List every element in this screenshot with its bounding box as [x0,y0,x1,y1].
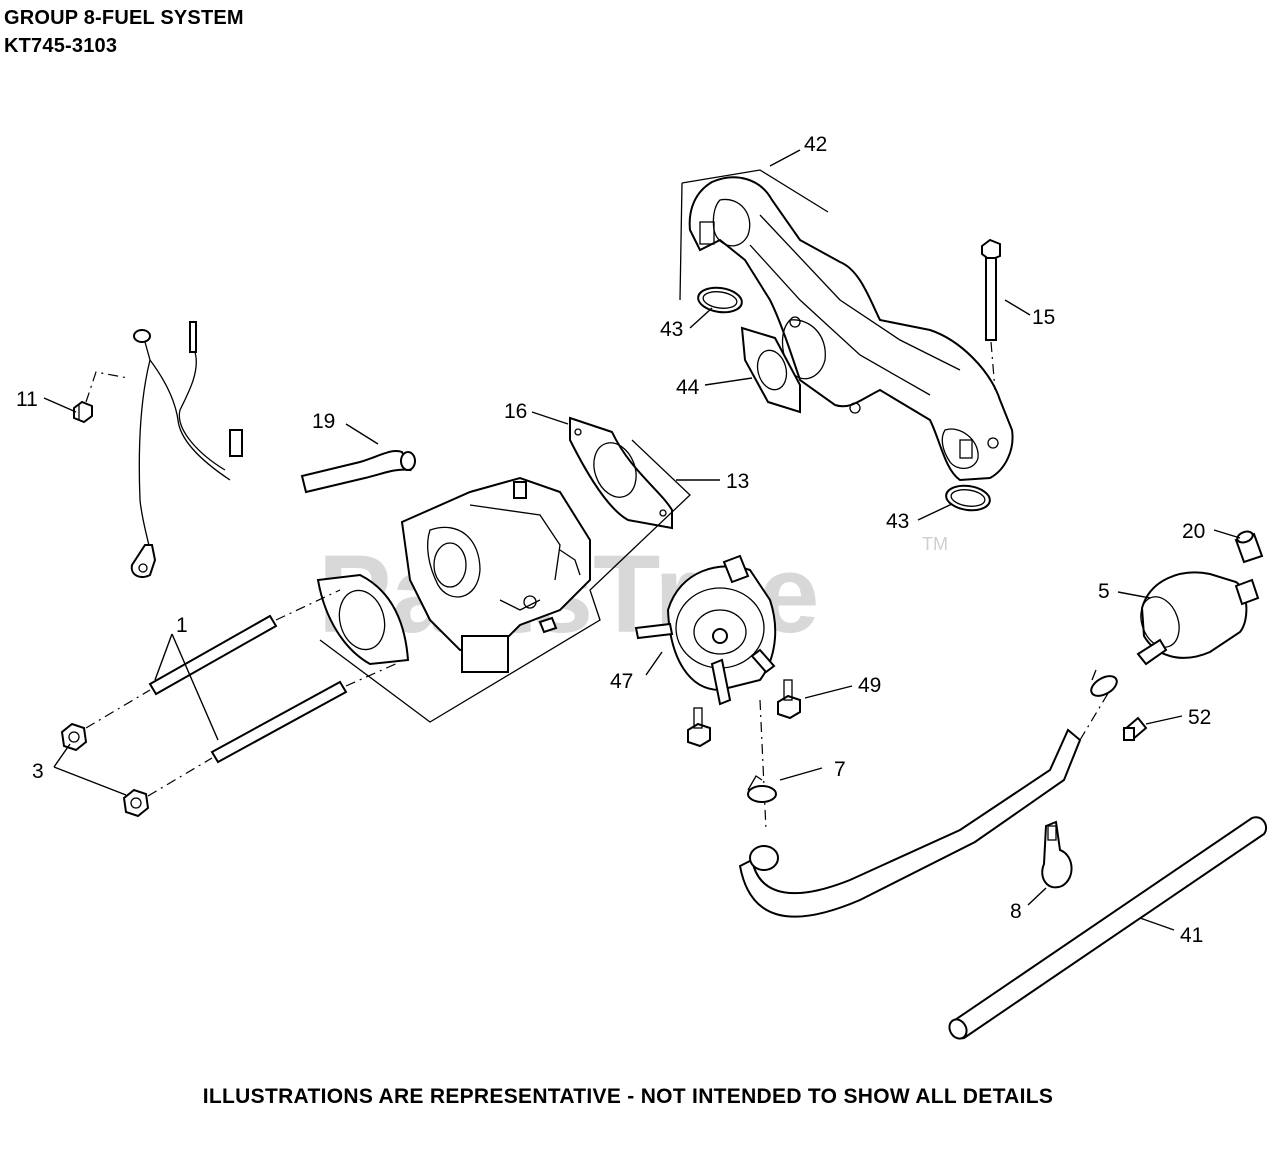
fuel-line-clip [1041,820,1073,889]
callout-11: 11 [16,388,38,411]
fuel-line-hose [738,689,1111,918]
fuel-tube [948,816,1268,1040]
filter-outlet-tube [1234,530,1264,564]
callout-47: 47 [610,670,633,693]
leader-43-upper [689,307,713,329]
stud-upper [148,589,341,696]
watermark-trademark: TM [922,534,948,554]
disclaimer-footer: ILLUSTRATIONS ARE REPRESENTATIVE - NOT I… [202,1085,1054,1108]
callout-20: 20 [1182,520,1205,543]
fuel-fitting [1122,716,1148,742]
model-number: KT745-3103 [4,35,118,57]
manifold-bolt [981,238,1001,391]
callout-52: 52 [1188,706,1211,729]
leader-16 [531,411,569,425]
callout-5: 5 [1098,580,1110,603]
wire-harness [130,321,243,578]
callout-15: 15 [1032,306,1055,329]
leader-44 [704,377,753,386]
leader-43-lower [917,503,953,521]
callout-41: 41 [1180,924,1203,947]
callout-16: 16 [504,400,527,423]
kit-bracket-outline [319,439,691,723]
fuel-filter [1136,571,1260,666]
leader-7 [779,767,823,781]
intake-gasket-lower [945,484,991,512]
carburetor-base-gasket [316,573,410,666]
intake-manifold [679,169,1014,482]
callout-8: 8 [1010,900,1022,923]
leader-41 [1139,917,1175,931]
callout-44: 44 [676,376,700,399]
leader-15 [1004,299,1031,316]
callout-13: 13 [726,470,749,493]
leader-3 [53,743,127,796]
hose-clamp-filter [1090,669,1118,697]
stud-lower [210,661,401,764]
manifold-gasket-plate [740,326,801,414]
intake-gasket-upper [697,286,743,314]
callout-43-lower: 43 [886,510,909,533]
fuel-pump [634,554,777,706]
leader-20 [1213,529,1241,539]
nut-upper [60,689,151,752]
callout-7: 7 [834,758,846,781]
diagram-title: GROUP 8-FUEL SYSTEM [4,7,244,29]
vent-hose [300,450,416,494]
leader-42 [769,149,801,167]
callout-42: 42 [804,133,827,156]
leader-52 [1145,715,1183,725]
leader-11 [43,397,77,413]
callout-19: 19 [312,410,335,433]
callout-43-upper: 43 [660,318,683,341]
leader-5 [1117,591,1151,599]
nut-lower [122,757,213,818]
callout-1: 1 [176,614,188,637]
carburetor [400,476,591,673]
ground-screw [73,371,129,424]
callout-49: 49 [858,674,881,697]
fuel-pump-screw-right [777,679,801,720]
leader-47 [645,651,663,676]
leader-1 [154,633,219,741]
leader-8 [1027,887,1047,906]
hose-clamp-pump [747,699,777,831]
callout-3: 3 [32,760,44,783]
fuel-pump-screw-left [687,707,711,748]
leader-19 [345,423,379,445]
leader-49 [804,685,853,699]
carburetor-gasket [569,416,673,530]
